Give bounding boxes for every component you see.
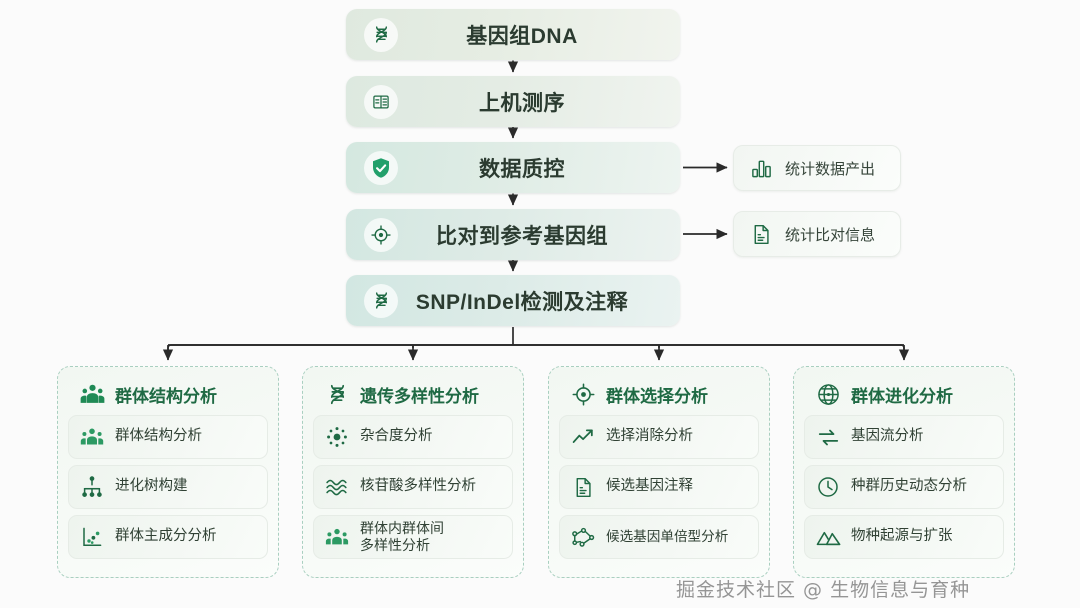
panel-title: 群体进化分析 <box>851 386 953 406</box>
panel-item-label: 基因流分析 <box>851 428 924 445</box>
panel-population-structure: 群体结构分析 群体结构分析 <box>57 366 279 578</box>
panel-item-label: 进化树构建 <box>115 478 188 495</box>
panel-population-selection: 群体选择分析 选择消除分析 候选基因注释 <box>548 366 770 578</box>
panel-item-label: 候选基因注释 <box>606 478 693 495</box>
shield-check-icon <box>364 150 398 185</box>
panel-item[interactable]: 杂合度分析 <box>313 415 513 459</box>
people-group-icon <box>79 381 105 407</box>
panel-item[interactable]: 群体内群体间 多样性分析 <box>313 515 513 559</box>
panel-item-label: 群体主成分分析 <box>115 528 217 545</box>
sequencer-icon <box>364 84 398 119</box>
panel-item[interactable]: 基因流分析 <box>804 415 1004 459</box>
panel-item-label: 核苷酸多样性分析 <box>360 478 476 495</box>
panel-title: 遗传多样性分析 <box>360 386 479 406</box>
flow-step-snp-indel[interactable]: SNP/InDel检测及注释 <box>346 275 680 326</box>
panel-item[interactable]: 种群历史动态分析 <box>804 465 1004 509</box>
panel-item-label: 杂合度分析 <box>360 428 433 445</box>
panel-item-label: 种群历史动态分析 <box>851 478 967 495</box>
panel-header: 群体结构分析 <box>68 376 268 412</box>
panel-item[interactable]: 候选基因注释 <box>559 465 759 509</box>
target-icon <box>364 217 398 252</box>
panel-title: 群体选择分析 <box>606 386 708 406</box>
flow-step-label: SNP/InDel检测及注释 <box>415 290 629 314</box>
flow-step-label: 数据质控 <box>479 157 565 181</box>
clock-icon <box>815 474 841 500</box>
panel-item[interactable]: 进化树构建 <box>68 465 268 509</box>
document-lines-icon <box>748 221 774 247</box>
panel-item-label: 群体内群体间 多样性分析 <box>360 520 444 553</box>
panel-header: 遗传多样性分析 <box>313 376 513 412</box>
people-group-icon <box>79 424 105 450</box>
panel-item[interactable]: 选择消除分析 <box>559 415 759 459</box>
panel-population-evolution: 群体进化分析 基因流分析 种群历史动态分析 <box>793 366 1015 578</box>
people-group-icon <box>324 524 350 550</box>
panel-item[interactable]: 物种起源与扩张 <box>804 515 1004 559</box>
trend-up-icon <box>570 424 596 450</box>
panel-header: 群体进化分析 <box>804 376 1004 412</box>
side-output-stat-data[interactable]: 统计数据产出 <box>733 145 901 191</box>
network-nodes-icon <box>570 524 596 550</box>
side-output-label: 统计比对信息 <box>785 226 876 244</box>
mountains-icon <box>815 524 841 550</box>
side-output-label: 统计数据产出 <box>785 160 876 178</box>
panel-item[interactable]: 群体主成分分析 <box>68 515 268 559</box>
dna-icon <box>364 283 398 318</box>
flow-step-label: 比对到参考基因组 <box>436 224 608 248</box>
panel-item-label: 物种起源与扩张 <box>851 528 953 545</box>
watermark-text: 掘金技术社区 @ 生物信息与育种 <box>676 579 971 601</box>
flow-step-qc[interactable]: 数据质控 <box>346 142 680 193</box>
molecule-dots-icon <box>324 424 350 450</box>
panel-item-label: 选择消除分析 <box>606 428 693 445</box>
dna-icon <box>324 381 350 407</box>
panel-header: 群体选择分析 <box>559 376 759 412</box>
scatter-plot-icon <box>79 524 105 550</box>
document-lines-icon <box>570 474 596 500</box>
flow-step-label: 上机测序 <box>479 91 565 115</box>
panel-item-label: 群体结构分析 <box>115 428 202 445</box>
panel-item[interactable]: 核苷酸多样性分析 <box>313 465 513 509</box>
globe-icon <box>815 381 841 407</box>
target-icon <box>570 381 596 407</box>
panel-item-label: 候选基因单倍型分析 <box>606 528 729 544</box>
flow-step-genomic-dna[interactable]: 基因组DNA <box>346 9 680 60</box>
panel-genetic-diversity: 遗传多样性分析 杂合度分析 <box>302 366 524 578</box>
flow-step-label: 基因组DNA <box>466 24 578 48</box>
exchange-arrows-icon <box>815 424 841 450</box>
panel-item[interactable]: 群体结构分析 <box>68 415 268 459</box>
bar-chart-icon <box>748 155 774 181</box>
panel-item[interactable]: 候选基因单倍型分析 <box>559 515 759 559</box>
tree-hierarchy-icon <box>79 474 105 500</box>
dna-icon <box>364 17 398 52</box>
panel-title: 群体结构分析 <box>115 386 217 406</box>
side-output-stat-alignment[interactable]: 统计比对信息 <box>733 211 901 257</box>
flow-step-sequencing[interactable]: 上机测序 <box>346 76 680 127</box>
waves-icon <box>324 474 350 500</box>
flow-step-align-reference[interactable]: 比对到参考基因组 <box>346 209 680 260</box>
